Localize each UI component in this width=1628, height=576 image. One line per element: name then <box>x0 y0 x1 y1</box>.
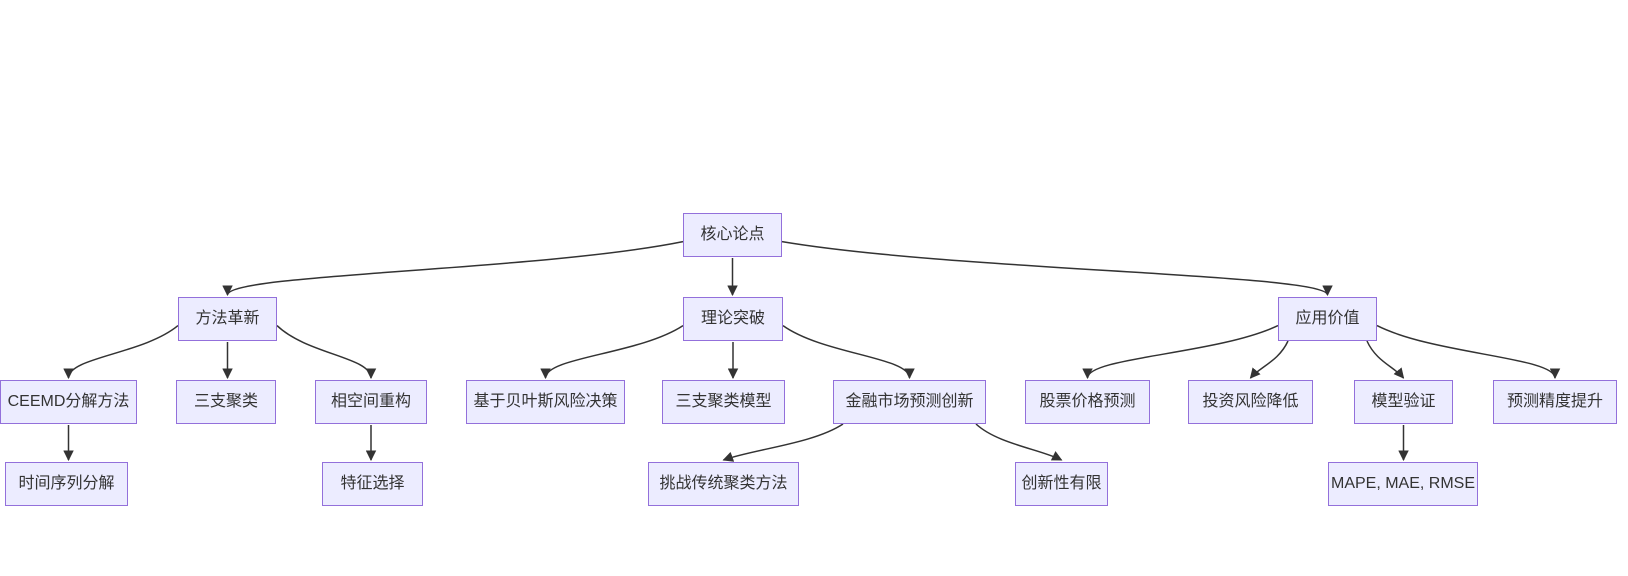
node-threeway: 三支聚类 <box>176 380 276 424</box>
node-limited: 创新性有限 <box>1015 462 1108 506</box>
node-validation: 模型验证 <box>1354 380 1453 424</box>
node-twcmodel: 三支聚类模型 <box>662 380 785 424</box>
node-ceemd: CEEMD分解方法 <box>0 380 137 424</box>
edge-method-ceemd <box>63 325 179 380</box>
edge-application-risk <box>1249 340 1289 379</box>
edge-theory-bayes <box>540 324 684 380</box>
edge-application-stock <box>1082 324 1279 380</box>
node-phase: 相空间重构 <box>315 380 427 424</box>
node-method: 方法革新 <box>178 297 277 341</box>
node-mape: MAPE, MAE, RMSE <box>1328 462 1478 506</box>
edge-application-precision <box>1376 324 1561 380</box>
edge-finmarket-limited <box>975 423 1063 461</box>
edge-method-phase <box>276 325 377 380</box>
node-risk: 投资风险降低 <box>1188 380 1313 424</box>
node-application: 应用价值 <box>1278 297 1377 341</box>
node-stock: 股票价格预测 <box>1025 380 1150 424</box>
node-precision: 预测精度提升 <box>1493 380 1617 424</box>
node-finmarket: 金融市场预测创新 <box>833 380 986 424</box>
node-bayes: 基于贝叶斯风险决策 <box>466 380 625 424</box>
edge-core-method <box>222 240 684 297</box>
node-feature: 特征选择 <box>322 462 423 506</box>
edge-application-validation <box>1366 340 1405 379</box>
node-core: 核心论点 <box>683 213 782 257</box>
node-theory: 理论突破 <box>683 297 783 341</box>
edge-core-application <box>781 240 1333 297</box>
node-timeseries: 时间序列分解 <box>5 462 128 506</box>
edge-theory-finmarket <box>782 324 915 380</box>
edge-finmarket-challenge <box>722 423 844 462</box>
node-challenge: 挑战传统聚类方法 <box>648 462 799 506</box>
